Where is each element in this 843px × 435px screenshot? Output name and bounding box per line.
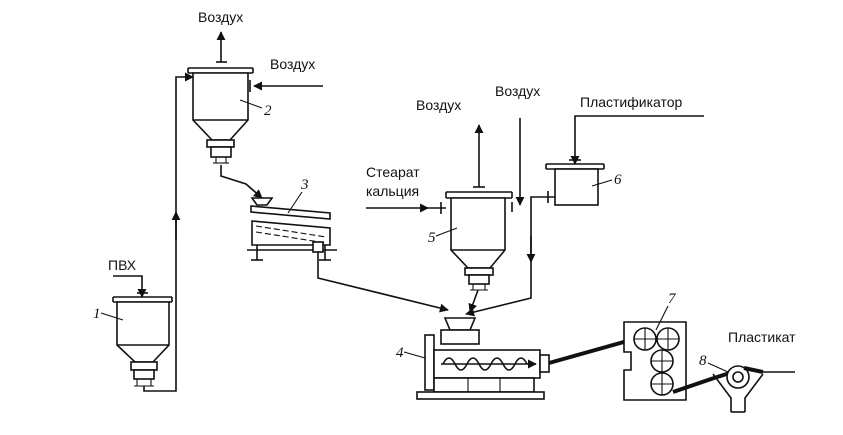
flow-3-4	[317, 252, 449, 313]
plasticizer-tank-6	[545, 163, 605, 206]
stearate-label-line1: Стеарат	[366, 164, 420, 180]
flow-2-3	[220, 165, 263, 199]
product-label: Пластикат	[728, 329, 796, 345]
calender-7	[623, 321, 687, 401]
pvc-feed-arrow	[113, 275, 147, 298]
sieve-3	[247, 197, 337, 261]
plasticizer-label: Пластификатор	[580, 94, 683, 110]
number-4: 4	[396, 345, 404, 361]
air-label-mixer-in: Воздух	[495, 83, 540, 99]
pvc-hopper-1	[112, 296, 173, 387]
stearate-label-line2: кальция	[366, 183, 419, 199]
pneumo-line-1-2	[143, 72, 194, 392]
flow-5-4	[468, 289, 479, 313]
number-7: 7	[668, 291, 677, 307]
roll-8	[712, 365, 764, 413]
number-1: 1	[93, 306, 101, 322]
plasticizer-feed-arrow	[570, 115, 704, 165]
air-label-top: Воздух	[198, 9, 243, 25]
air-label-mixer-out: Воздух	[416, 97, 461, 113]
number-5: 5	[428, 230, 436, 246]
pvc-label: ПВХ	[108, 257, 137, 273]
product-output	[743, 366, 764, 374]
cyclone-2	[187, 67, 254, 164]
extruder-4	[416, 317, 550, 400]
number-6: 6	[614, 172, 622, 188]
number-8: 8	[699, 353, 707, 369]
air-label-right: Воздух	[270, 56, 315, 72]
mixer-5	[445, 191, 513, 291]
number-2: 2	[264, 103, 272, 119]
number-3: 3	[300, 177, 309, 193]
